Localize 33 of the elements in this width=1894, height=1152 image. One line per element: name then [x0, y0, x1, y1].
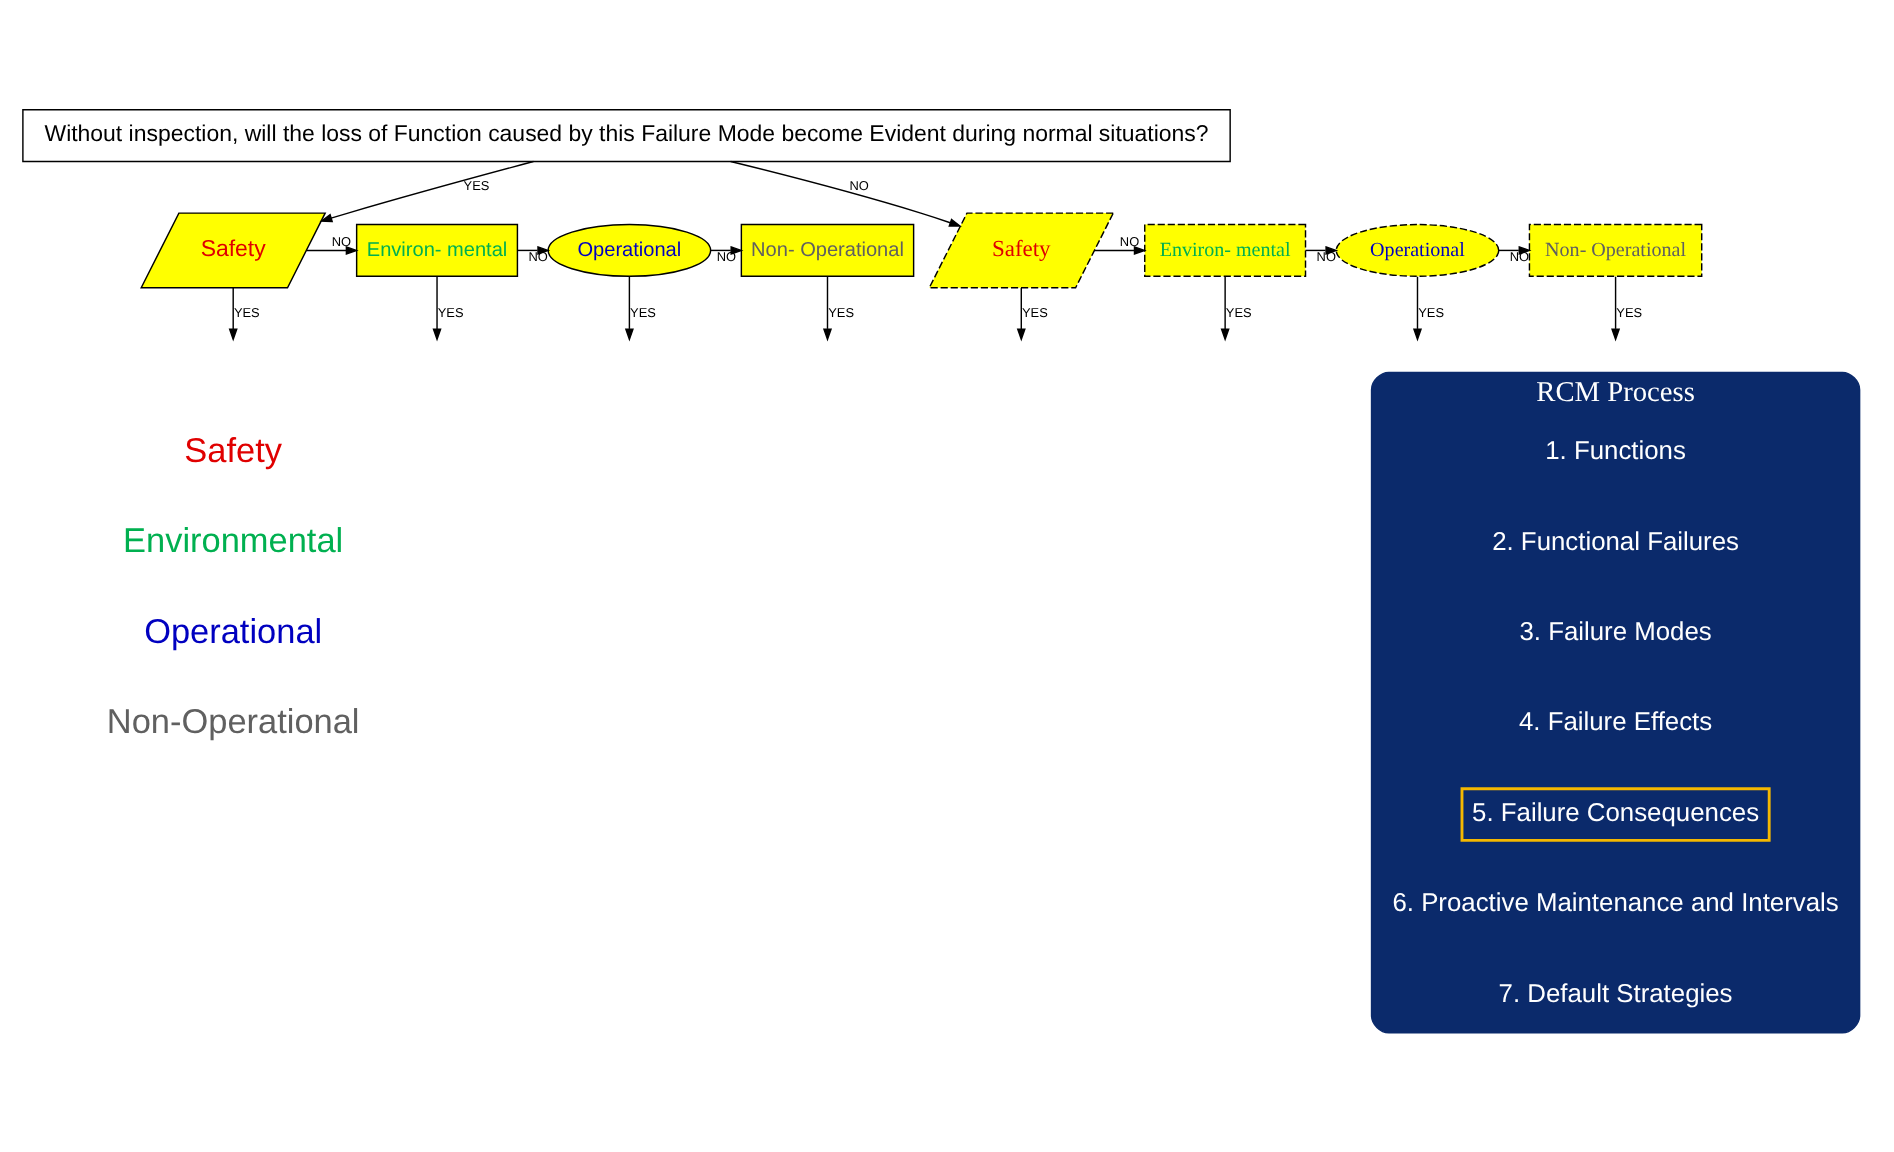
arrow — [1412, 275, 1422, 341]
arrow — [432, 275, 442, 341]
label: 7. Default Strategies — [1498, 976, 1733, 1007]
label: 3. Failure Modes — [1519, 615, 1712, 646]
arrow — [624, 275, 634, 341]
arrow — [228, 286, 238, 341]
label: Safety — [184, 428, 283, 469]
node-ellipse: Operational — [547, 222, 712, 276]
label: Environmental — [123, 519, 344, 560]
label: 1. Functions — [1545, 434, 1686, 465]
label: Operational — [144, 609, 323, 650]
node-box: Environ- mental — [1144, 222, 1307, 276]
node-box: Non- Operational — [1528, 222, 1703, 276]
arrow — [709, 244, 744, 254]
node-box: Environ- mental — [355, 222, 519, 276]
label: 4. Failure Effects — [1518, 705, 1713, 736]
node-ellipse: Operational — [1335, 222, 1500, 276]
arrow — [1016, 286, 1026, 341]
label: 6. Proactive Maintenance and Intervals — [1392, 886, 1839, 917]
node-box: 5. Failure Consequences — [1460, 786, 1771, 841]
arrow — [305, 244, 359, 254]
node-box: Without inspection, will the loss of Function caused by this Failure Mode become Evident during normal situations? — [22, 108, 1231, 162]
arrow — [1093, 244, 1147, 254]
arrow — [822, 275, 833, 341]
label: Non-Operational — [106, 700, 360, 741]
arrow — [729, 159, 962, 226]
node-box: Non- Operational — [740, 222, 915, 276]
arrow — [1220, 275, 1230, 341]
arrow — [1611, 275, 1621, 341]
arrow — [516, 244, 551, 254]
arrow — [1304, 244, 1339, 254]
arrow — [319, 159, 535, 222]
label: 2. Functional Failures — [1492, 524, 1739, 555]
